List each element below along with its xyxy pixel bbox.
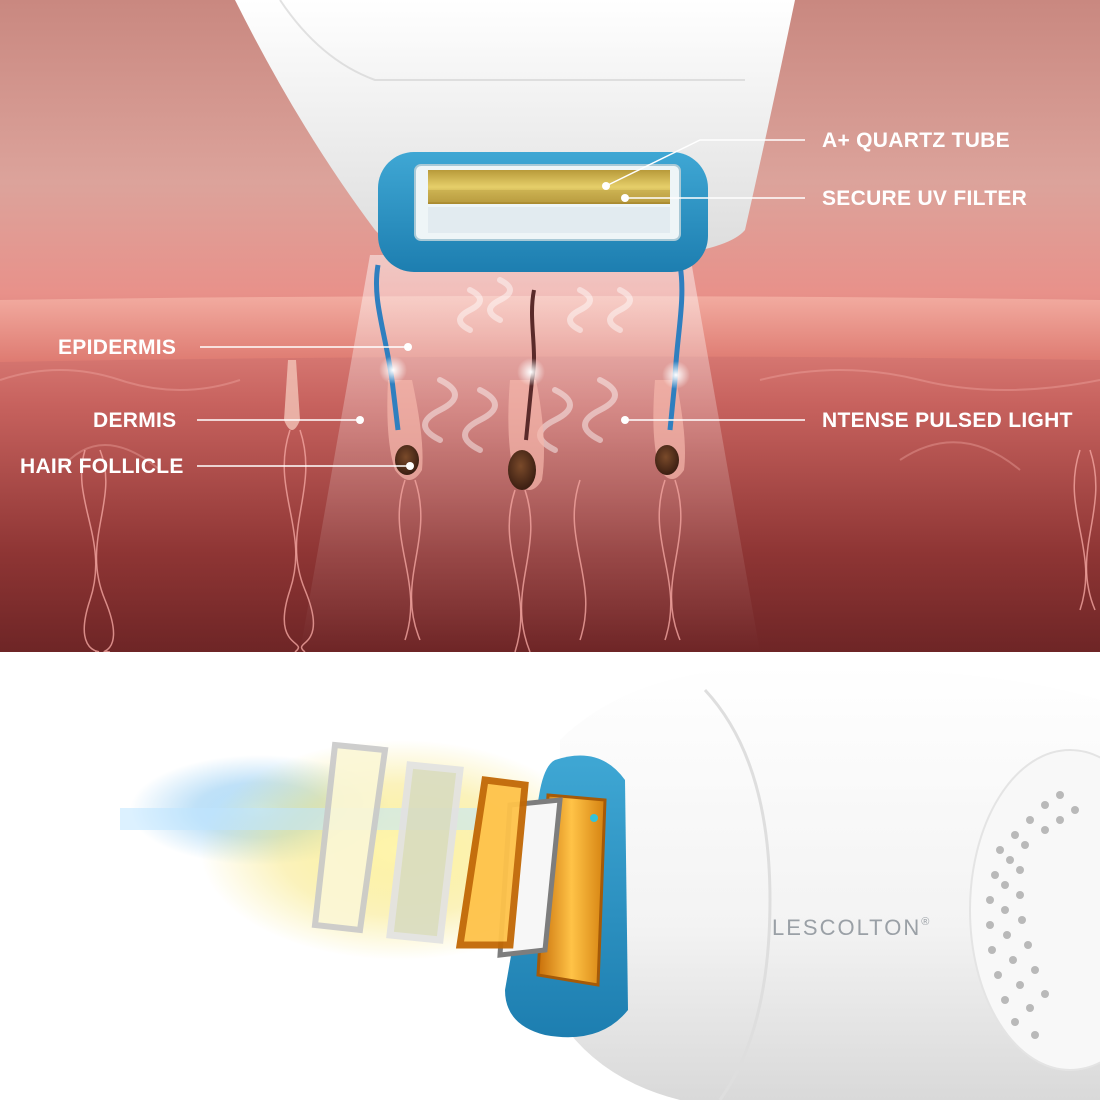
- label-hair-follicle: HAIR FOLLICLE: [20, 455, 184, 478]
- small-follicle: [284, 360, 300, 430]
- layer-reflector: [455, 776, 529, 949]
- brand-logo: LESCOLTON®: [772, 915, 931, 940]
- label-quartz-tube: A+ QUARTZ TUBE: [822, 129, 1010, 152]
- callout-lines: [197, 139, 805, 467]
- device-exploded-view: LESCOLTON®: [0, 652, 1100, 1100]
- body-seam: [703, 688, 772, 1100]
- hair-follicle-center: [508, 289, 545, 490]
- hair-follicle-right: [653, 264, 690, 479]
- device-body: [560, 664, 1100, 1100]
- callout-dots: [356, 182, 629, 470]
- layer-glass: [386, 761, 464, 944]
- layer-outer-lens: [311, 741, 389, 934]
- ipl-head: [235, 0, 795, 272]
- label-uv-filter: SECURE UV FILTER: [822, 187, 1027, 210]
- uv-filter: [428, 207, 670, 233]
- vent-grille: [969, 749, 1100, 1071]
- label-epidermis: EPIDERMIS: [58, 336, 176, 359]
- label-dermis: DERMIS: [93, 409, 176, 432]
- label-pulsed-light: NTENSE PULSED LIGHT: [822, 409, 1073, 432]
